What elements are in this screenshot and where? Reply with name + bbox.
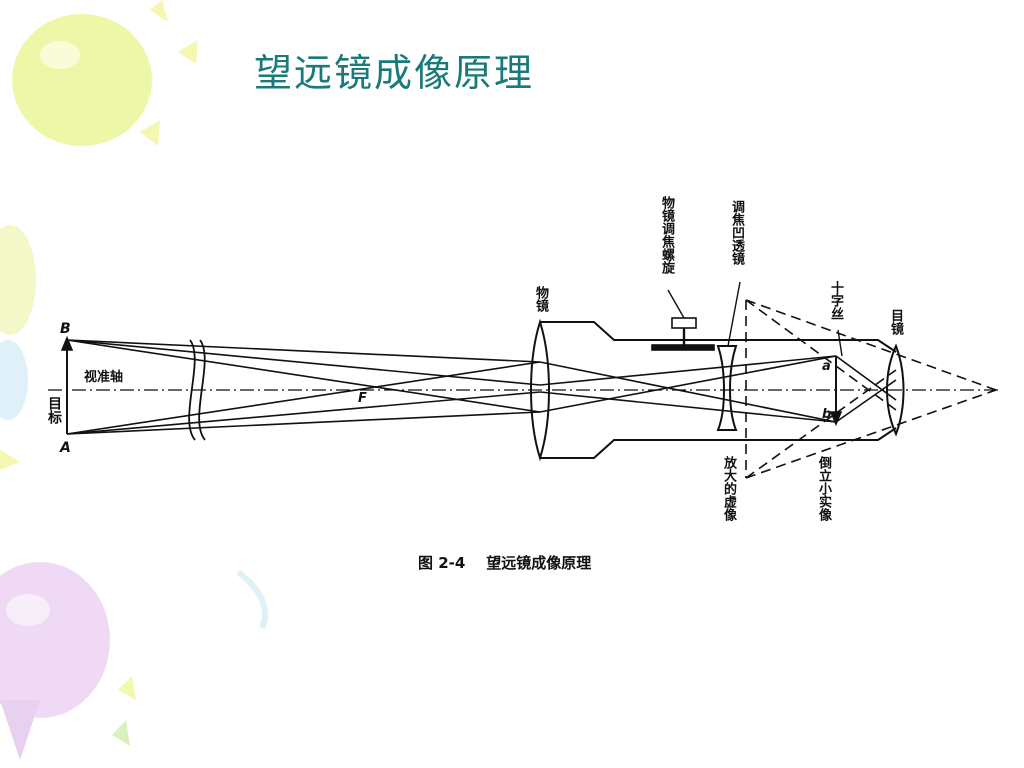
label-point-F: F [358, 391, 367, 406]
focus-screw [671, 317, 697, 329]
slide-title: 望远镜成像原理 [254, 51, 535, 95]
yellow-balloon-icon [12, 0, 198, 146]
label-focusing-concave-lens: 调焦凹透镜 [729, 200, 744, 265]
label-crosshair: 十字丝 [828, 281, 843, 320]
label-point-b: b [822, 407, 831, 422]
objective-lens [530, 318, 550, 462]
concave-lens [716, 345, 738, 431]
label-objective-focus-screw: 物镜调焦螺旋 [659, 196, 674, 274]
label-magnified-virtual-image: 放大的虚像 [721, 456, 736, 521]
label-objective-lens: 物镜 [533, 286, 548, 312]
label-target: 目标 [46, 396, 62, 424]
label-point-A: A [59, 440, 71, 456]
telescope-body [540, 321, 897, 459]
side-balloon-icon [0, 225, 36, 470]
label-inverted-small-real-image: 倒立小实像 [816, 456, 831, 521]
label-point-B: B [60, 321, 71, 337]
label-sight-axis: 视准轴 [84, 370, 124, 385]
label-eyepiece: 目镜 [888, 309, 903, 335]
purple-balloon-icon [0, 562, 268, 760]
figure-caption: 图 2-4 望远镜成像原理 [418, 554, 592, 572]
label-point-a: a [822, 359, 831, 374]
eyepiece-lens [886, 343, 905, 437]
